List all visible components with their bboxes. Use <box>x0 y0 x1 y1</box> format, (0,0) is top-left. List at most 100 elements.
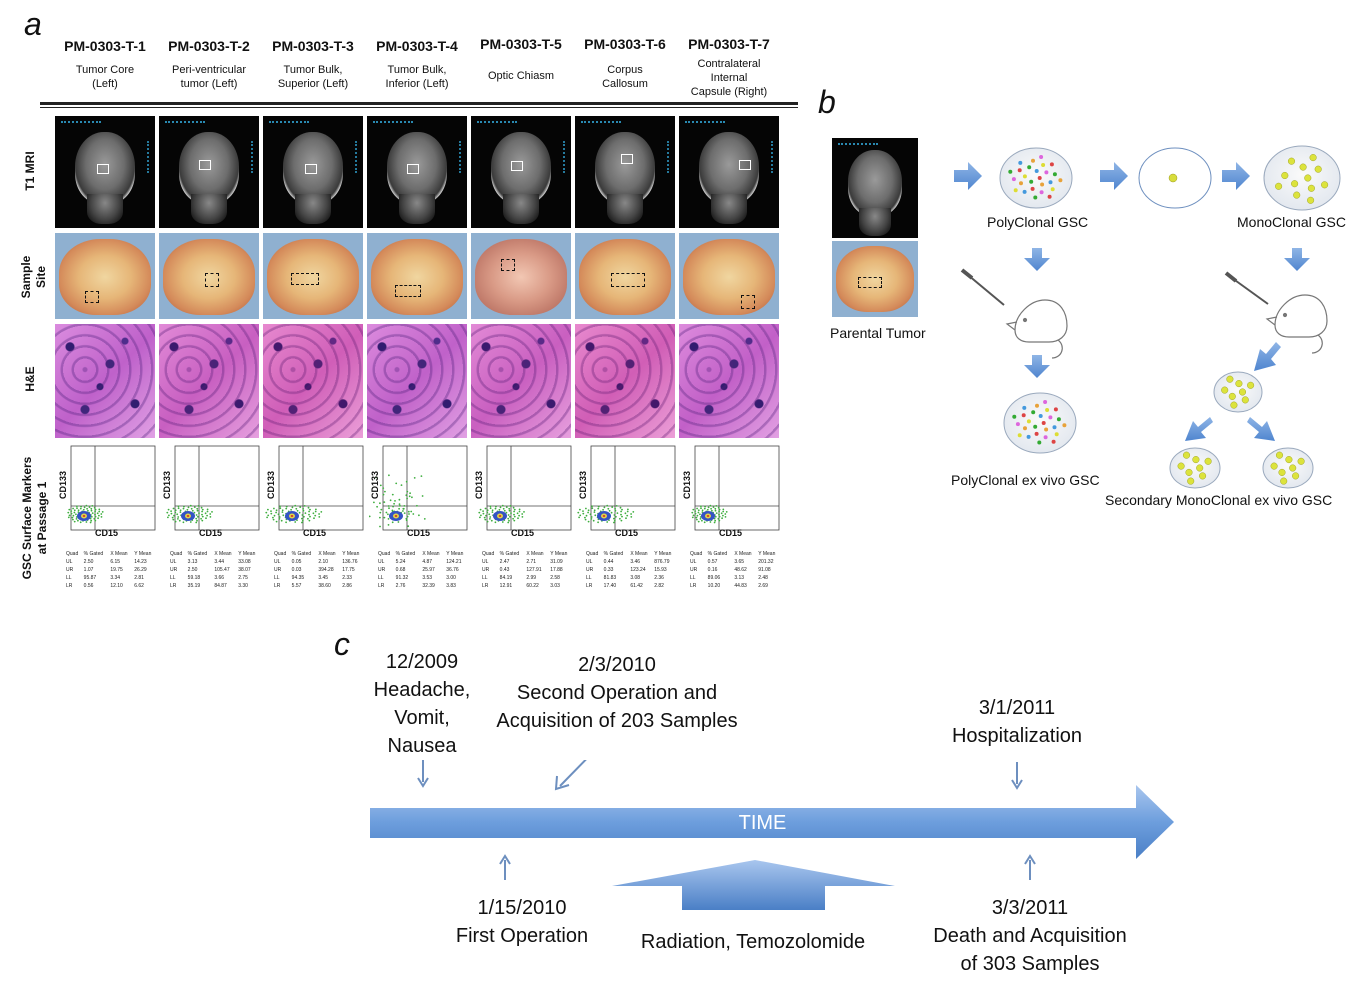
panel-label-b: b <box>818 84 836 120</box>
sample-site-image <box>55 233 155 319</box>
panel-label-a: a <box>24 6 42 42</box>
column-description: Optic Chiasm <box>487 70 555 82</box>
arrow-diag-3 <box>1247 417 1275 441</box>
arrow-down-2 <box>1284 248 1310 271</box>
flow-y-axis-label: CD133 <box>162 470 173 500</box>
column-description: Tumor Bulk,Superior (Left) <box>277 64 349 90</box>
he-histology-image <box>367 324 467 438</box>
he-histology-image <box>159 324 259 438</box>
mouse-icon-1 <box>960 268 1068 359</box>
column-id: PM-0303-T-2 <box>168 38 250 54</box>
he-histology-image <box>679 324 779 438</box>
arrow-diag-1 <box>1254 342 1281 371</box>
arrow-right-3 <box>1222 162 1250 190</box>
parental-sample-image <box>832 241 918 317</box>
flow-x-axis-label: CD15 <box>719 528 743 538</box>
panel-b-diagram <box>954 145 1341 489</box>
mri-image <box>159 116 259 228</box>
parental-mri-image <box>832 138 918 238</box>
flow-y-axis-label: CD133 <box>266 470 277 500</box>
column-id: PM-0303-T-5 <box>480 36 562 52</box>
he-histology-image <box>263 324 363 438</box>
column-id: PM-0303-T-4 <box>376 38 458 54</box>
arrow-down-3 <box>1024 355 1050 378</box>
mri-image <box>367 116 467 228</box>
sample-site-image <box>263 233 363 319</box>
column-id: PM-0303-T-7 <box>688 36 770 52</box>
panel-label-c: c <box>334 626 350 662</box>
sample-site-image <box>367 233 467 319</box>
polyclonal-gsc-label: PolyClonal GSC <box>987 214 1089 230</box>
mri-image <box>575 116 675 228</box>
arrow-diag-2 <box>1185 417 1213 441</box>
secondary-mono-dish-parent <box>1213 371 1263 413</box>
column-id: PM-0303-T-3 <box>272 38 354 54</box>
he-histology-image <box>575 324 675 438</box>
time-label: TIME <box>738 812 787 834</box>
sample-site-image <box>159 233 259 319</box>
flow-y-axis-label: CD133 <box>682 470 693 500</box>
flow-x-axis-label: CD15 <box>303 528 327 538</box>
monoclonal-dish <box>1263 145 1341 211</box>
parental-tumor-label: Parental Tumor <box>830 325 926 341</box>
flow-x-axis-label: CD15 <box>199 528 223 538</box>
secondary-mono-dish-1 <box>1169 447 1221 489</box>
mri-image <box>55 116 155 228</box>
poly-exvivo-dish <box>1003 392 1077 454</box>
event-radiation: Radiation, Temozolomide <box>640 931 866 953</box>
header-divider-thin <box>40 107 798 108</box>
header-divider <box>40 102 798 105</box>
monoclonal-gsc-label: MonoClonal GSC <box>1237 214 1346 230</box>
flow-y-axis-label: CD133 <box>58 470 69 500</box>
polyclonal-dish <box>999 147 1073 209</box>
secondary-mono-dish-2 <box>1262 447 1314 489</box>
column-id: PM-0303-T-1 <box>64 38 146 54</box>
treatment-arrow <box>612 860 895 910</box>
flow-y-axis-label: CD133 <box>370 470 381 500</box>
column-id: PM-0303-T-6 <box>584 36 666 52</box>
poly-exvivo-label: PolyClonal ex vivo GSC <box>951 472 1100 488</box>
sample-site-image <box>575 233 675 319</box>
flow-x-axis-label: CD15 <box>407 528 431 538</box>
flow-y-axis-label: CD133 <box>474 470 485 500</box>
row-label-t1-mri: T1 MRI <box>23 151 37 191</box>
sample-site-image <box>471 233 571 319</box>
sample-site-image <box>679 233 779 319</box>
flow-x-axis-label: CD15 <box>95 528 119 538</box>
flow-y-axis-label: CD133 <box>578 470 589 500</box>
secondary-mono-label: Secondary MonoClonal ex vivo GSC <box>1105 492 1333 508</box>
column-description: Tumor Bulk,Inferior (Left) <box>385 64 449 90</box>
column-description: Tumor Core(Left) <box>75 64 135 90</box>
arrow-down-1 <box>1024 248 1050 271</box>
flow-x-axis-label: CD15 <box>511 528 535 538</box>
time-arrow <box>370 785 1174 859</box>
mri-image <box>471 116 571 228</box>
he-histology-image <box>55 324 155 438</box>
arrow-right-1 <box>954 162 982 190</box>
timeline-graphic <box>370 760 1174 910</box>
he-histology-image <box>471 324 571 438</box>
mri-image <box>263 116 363 228</box>
arrow-right-2 <box>1100 162 1128 190</box>
flow-x-axis-label: CD15 <box>615 528 639 538</box>
